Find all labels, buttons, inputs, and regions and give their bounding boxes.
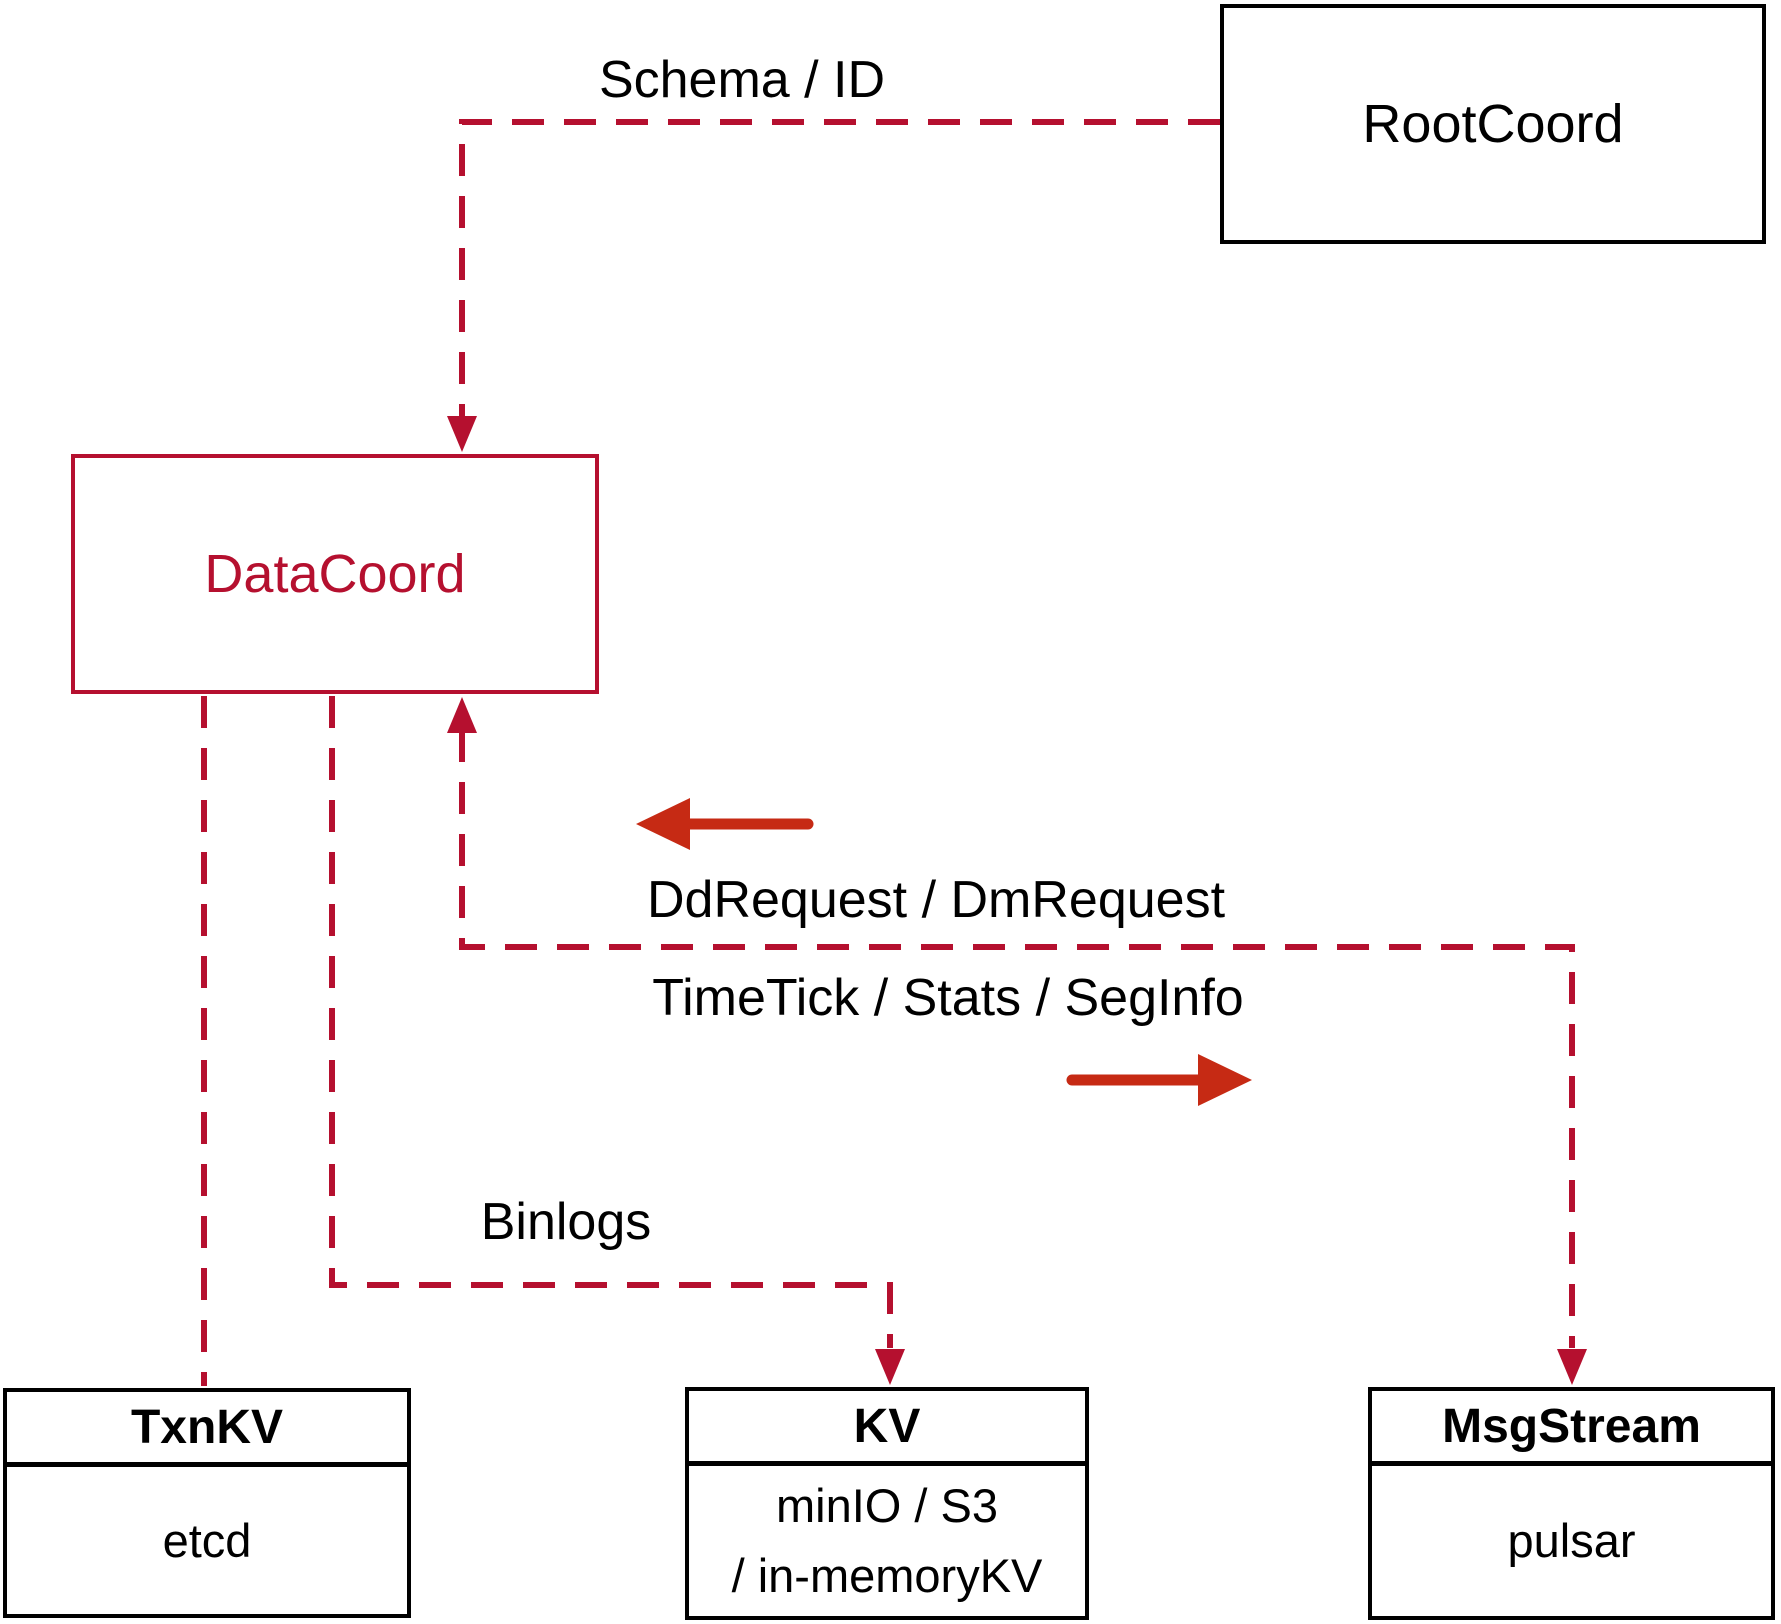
arrow-up-icon: [447, 697, 477, 733]
edge-label-schema-id: Schema / ID: [598, 51, 886, 109]
node-msgstream-title: MsgStream: [1372, 1391, 1771, 1466]
node-txnkv-backend-label: etcd: [162, 1513, 252, 1567]
arrow-down-icon: [1557, 1349, 1587, 1385]
node-rootcoord-label: RootCoord: [1362, 94, 1624, 154]
node-kv-backend-line2: / in-memoryKV: [731, 1549, 1043, 1602]
node-kv-backend-line1: minIO / S3: [775, 1479, 998, 1532]
node-msgstream: MsgStream pulsar: [1368, 1387, 1775, 1620]
node-kv: KV minIO / S3 / in-memoryKV: [685, 1387, 1089, 1620]
node-kv-title: KV: [689, 1391, 1085, 1466]
arrow-down-icon: [875, 1349, 905, 1385]
edge-label-ddrequest-dmrequest: DdRequest / DmRequest: [646, 871, 1226, 929]
node-datacoord: DataCoord: [71, 454, 599, 694]
arrow-down-icon: [447, 416, 477, 452]
node-msgstream-backend: pulsar: [1372, 1466, 1771, 1616]
arrow-right-icon: [1198, 1054, 1252, 1106]
edge-msgstream-datacoord-line: [459, 730, 1575, 1348]
node-kv-backend: minIO / S3 / in-memoryKV: [689, 1466, 1085, 1616]
node-rootcoord: RootCoord: [1220, 4, 1766, 244]
node-msgstream-backend-label: pulsar: [1507, 1514, 1636, 1567]
node-txnkv-backend: etcd: [7, 1467, 407, 1614]
arrow-left-icon: [636, 798, 690, 850]
edge-label-binlogs: Binlogs: [480, 1193, 652, 1251]
node-txnkv-title: TxnKV: [7, 1392, 407, 1467]
edge-schema-id-line: [459, 119, 1220, 420]
node-txnkv: TxnKV etcd: [3, 1388, 411, 1618]
node-datacoord-label: DataCoord: [204, 544, 466, 604]
edge-label-timetick-stats-seginfo: TimeTick / Stats / SegInfo: [652, 969, 1244, 1027]
